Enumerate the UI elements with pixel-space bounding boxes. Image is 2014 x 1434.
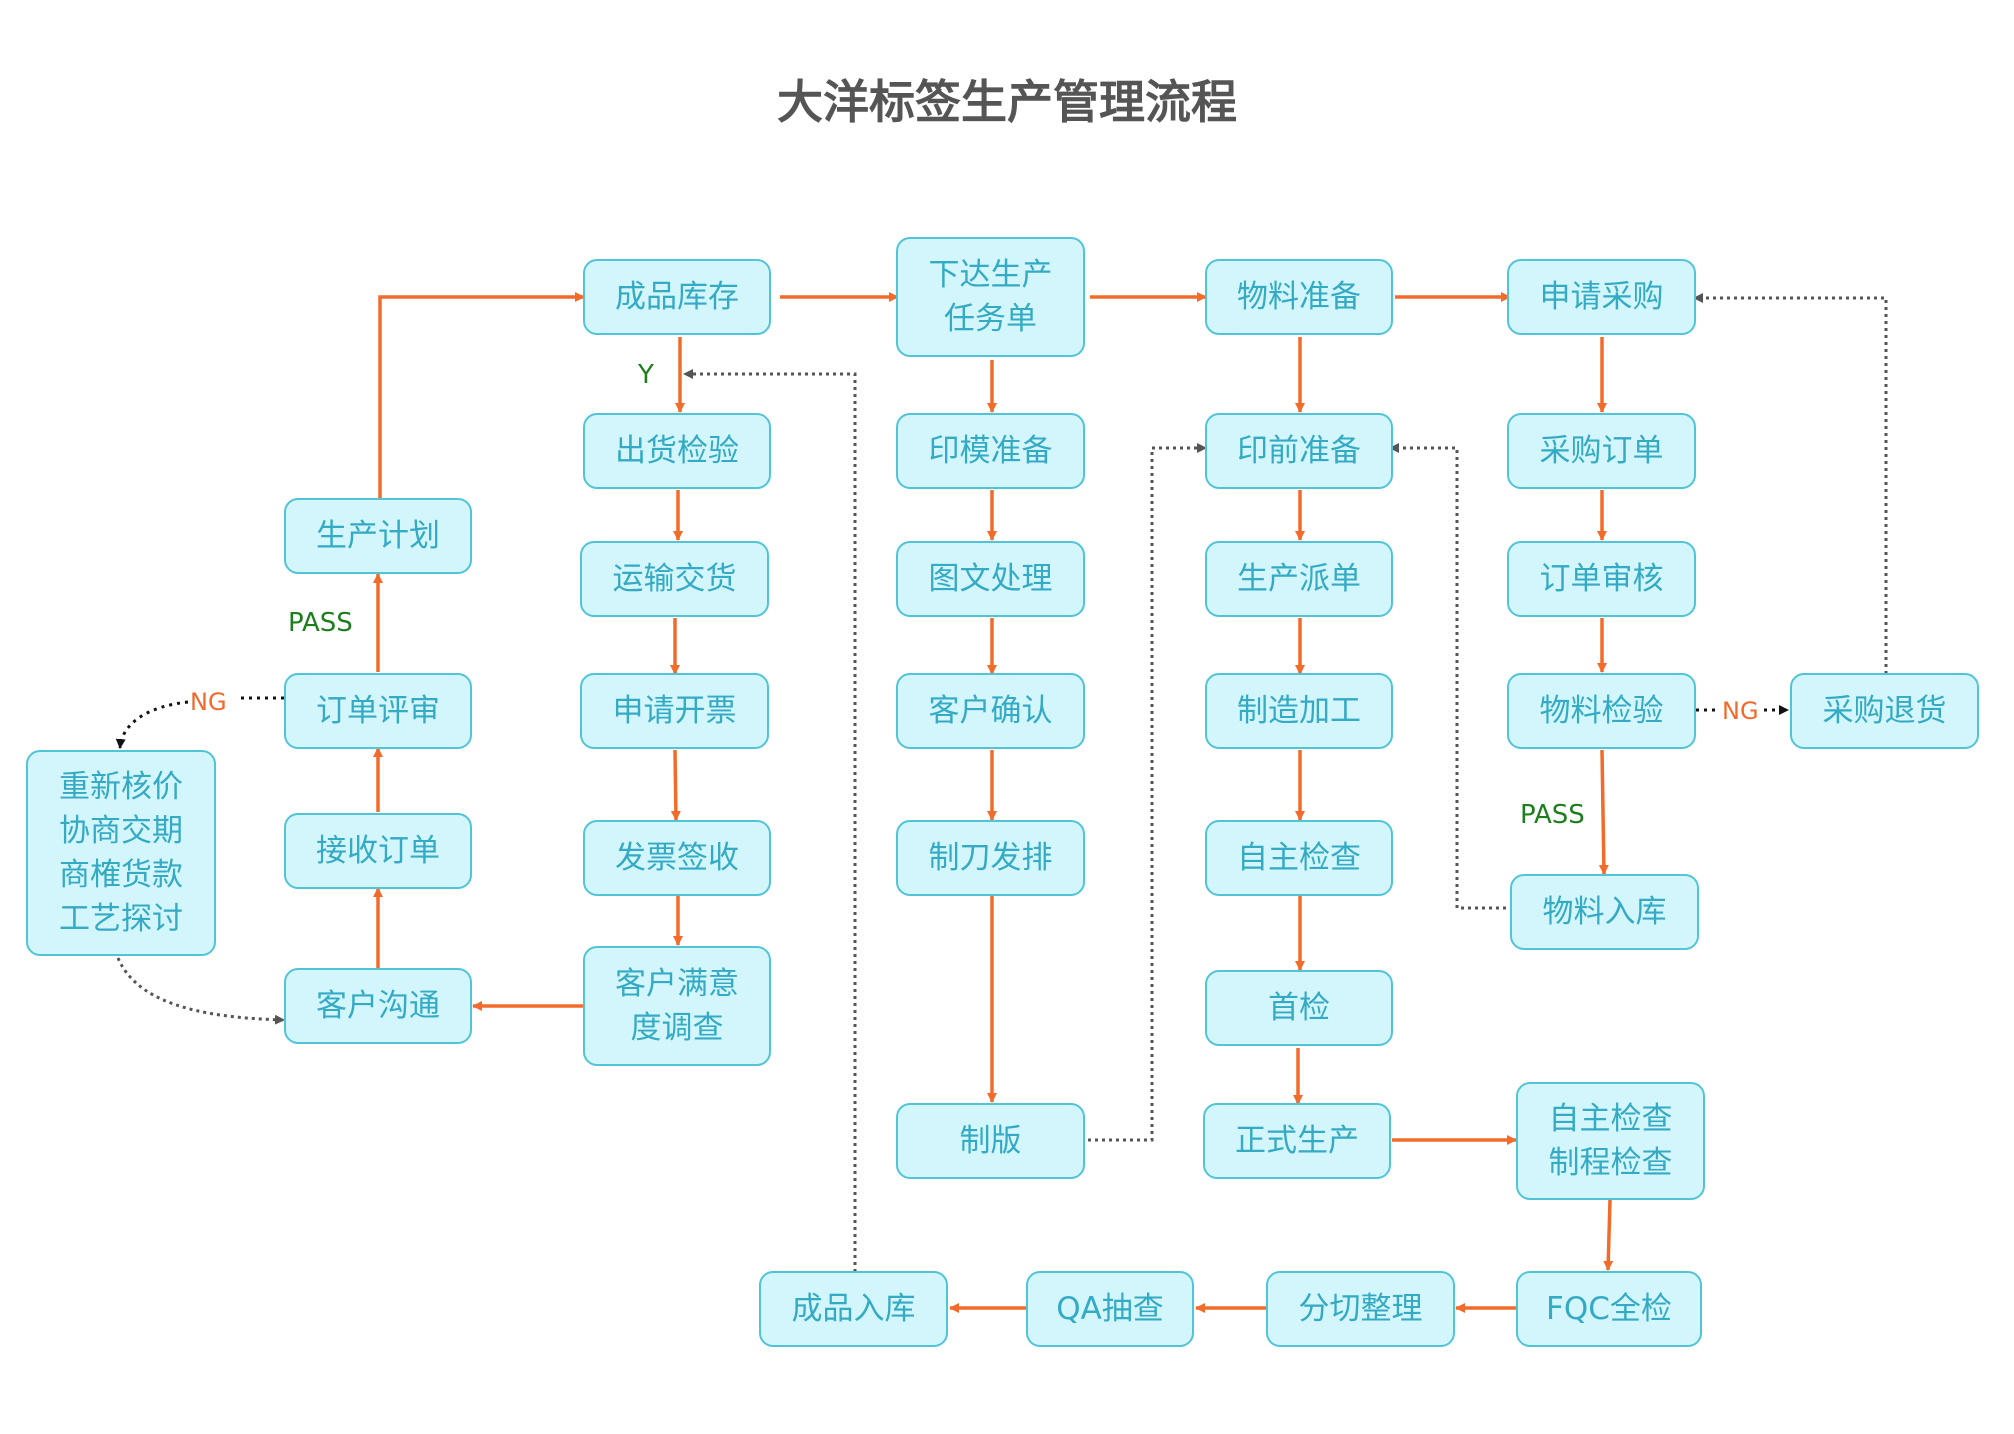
node-fapiao-qianshou[interactable]: 发票签收	[583, 820, 771, 896]
node-wuliao-jianyan[interactable]: 物料检验	[1507, 673, 1696, 749]
loop-arrow	[1693, 293, 1888, 674]
node-yinmo-zhunbei[interactable]: 印模准备	[896, 413, 1085, 489]
node-xiada-shengchan[interactable]: 下达生产 任务单	[896, 237, 1085, 357]
node-tuwen-chuli[interactable]: 图文处理	[896, 541, 1085, 617]
node-shoujian[interactable]: 首检	[1205, 970, 1393, 1046]
node-zhiban[interactable]: 制版	[896, 1103, 1085, 1179]
flow-arrow	[378, 292, 585, 500]
node-shenqing-kaipiao[interactable]: 申请开票	[580, 673, 769, 749]
node-zhengshi-shengchan[interactable]: 正式生产	[1203, 1103, 1391, 1179]
node-qa-choucha[interactable]: QA抽查	[1026, 1271, 1194, 1347]
node-chengpin-ruku[interactable]: 成品入库	[759, 1271, 948, 1347]
node-chuhuo-jianyan[interactable]: 出货检验	[583, 413, 771, 489]
node-dingdan-shenhe[interactable]: 订单审核	[1507, 541, 1696, 617]
node-fenqie-zhengli[interactable]: 分切整理	[1266, 1271, 1455, 1347]
node-shengchan-jihua[interactable]: 生产计划	[284, 498, 472, 574]
node-kehu-queren[interactable]: 客户确认	[896, 673, 1085, 749]
node-shenqing-caigou[interactable]: 申请采购	[1507, 259, 1696, 335]
diagram-title: 大洋标签生产管理流程	[777, 75, 1237, 129]
node-zhidao-fapai[interactable]: 制刀发排	[896, 820, 1085, 896]
node-caigou-tuihuo[interactable]: 采购退货	[1790, 673, 1979, 749]
ng-arrow	[115, 700, 189, 749]
pass-label-right: PASS	[1520, 800, 1585, 830]
node-zizhu-jiancha[interactable]: 自主检查	[1205, 820, 1393, 896]
node-dingdan-pingshen[interactable]: 订单评审	[284, 673, 472, 749]
node-yunshu-jiaohuo[interactable]: 运输交货	[580, 541, 769, 617]
pass-label-left: PASS	[288, 608, 353, 638]
loop-arrow	[683, 369, 857, 1272]
node-shengchan-paidan[interactable]: 生产派单	[1205, 541, 1393, 617]
node-wuliao-ruku[interactable]: 物料入库	[1510, 874, 1699, 950]
ng-label-right: NG	[1722, 697, 1759, 725]
node-kehu-goutong[interactable]: 客户沟通	[284, 968, 472, 1044]
loop-arrow	[1389, 443, 1506, 910]
node-zhizao-jiagong[interactable]: 制造加工	[1205, 673, 1393, 749]
node-chongxin-hejia[interactable]: 重新核价 协商交期 商榷货款 工艺探讨	[26, 750, 216, 956]
loop-arrow	[116, 957, 285, 1025]
node-chengpin-kucun[interactable]: 成品库存	[583, 259, 771, 335]
ng-label-left: NG	[190, 688, 227, 716]
node-kehu-manyi[interactable]: 客户满意 度调查	[583, 946, 771, 1066]
yes-label: Y	[638, 360, 654, 390]
flow-arrow	[670, 749, 681, 821]
node-fqc-quanjian[interactable]: FQC全检	[1516, 1271, 1702, 1347]
node-wuliao-zhunbei[interactable]: 物料准备	[1205, 259, 1393, 335]
flow-arrow	[1598, 749, 1609, 875]
loop-arrow	[1088, 443, 1207, 1142]
node-yinqian-zhunbei[interactable]: 印前准备	[1205, 413, 1393, 489]
node-caigou-dingdan[interactable]: 采购订单	[1507, 413, 1696, 489]
node-jieshou-dingdan[interactable]: 接收订单	[284, 813, 472, 889]
flow-arrow	[1603, 1199, 1614, 1271]
node-zizhu-zhicheng[interactable]: 自主检查 制程检查	[1516, 1082, 1705, 1200]
